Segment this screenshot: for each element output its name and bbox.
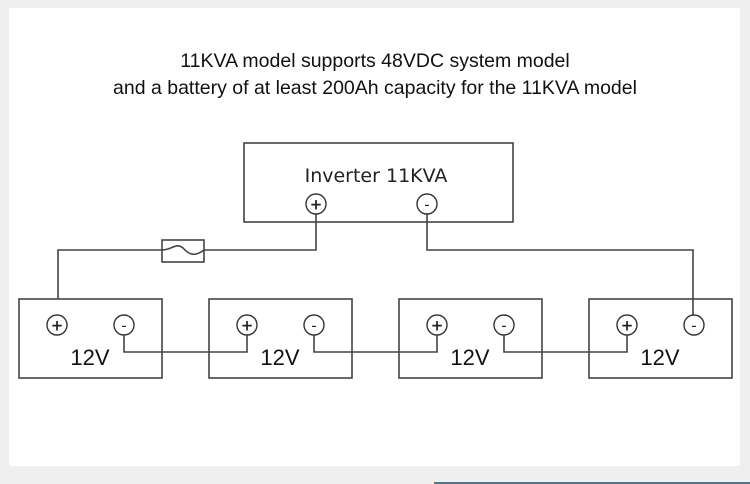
battery-body (208, 298, 353, 379)
battery-voltage-label: 12V (260, 345, 299, 370)
caption-line-2: and a battery of at least 200Ah capacity… (113, 77, 637, 99)
svg-text:+: + (621, 317, 634, 335)
series-link-3-4 (503, 335, 628, 353)
svg-text:-: - (311, 317, 316, 335)
wire-inverter-negative (426, 214, 694, 316)
inverter-label: Inverter 11KVA (305, 165, 448, 187)
plus-icon (46, 314, 68, 336)
series-link-2-3 (313, 335, 438, 353)
battery-voltage-label: 12V (640, 345, 679, 370)
battery-positive-terminal: + (426, 314, 448, 336)
battery-4: + -12V (588, 298, 733, 379)
caption-line-1: 11KVA model supports 48VDC system model (180, 50, 570, 72)
svg-text:+: + (241, 317, 254, 335)
battery-2: + -12V (208, 298, 353, 379)
series-link-1-2 (123, 335, 248, 353)
svg-text:+: + (51, 317, 64, 335)
battery-3: + -12V (398, 298, 543, 379)
inverter-negative-terminal: - (416, 193, 438, 215)
diagram-card (9, 8, 740, 466)
battery-negative-terminal: - (303, 314, 325, 336)
battery-1: + -12V (18, 298, 163, 379)
battery-body (588, 298, 733, 379)
accent-bar (434, 482, 750, 484)
battery-negative-terminal: - (493, 314, 515, 336)
battery-positive-terminal: + (46, 314, 68, 336)
fuse-icon (161, 239, 205, 263)
battery-negative-terminal: - (683, 314, 705, 336)
minus-icon (416, 193, 438, 215)
battery-positive-terminal: + (236, 314, 258, 336)
wire-to-battery-1 (57, 249, 162, 299)
battery-negative-terminal: - (113, 314, 135, 336)
battery-body (18, 298, 163, 379)
svg-text:-: - (121, 317, 126, 335)
battery-body (398, 298, 543, 379)
plus-icon (305, 193, 327, 215)
svg-text:-: - (501, 317, 506, 335)
svg-text:+: + (310, 196, 323, 214)
svg-text:+: + (431, 317, 444, 335)
inverter-box (243, 142, 514, 223)
minus-icon (683, 314, 705, 336)
battery-voltage-label: 12V (450, 345, 489, 370)
battery-voltage-label: 12V (70, 345, 109, 370)
svg-text:-: - (424, 196, 429, 214)
svg-text:-: - (691, 317, 696, 335)
inverter-positive-terminal: + (305, 193, 327, 215)
battery-positive-terminal: + (616, 314, 638, 336)
wire-inverter-positive (204, 214, 317, 251)
